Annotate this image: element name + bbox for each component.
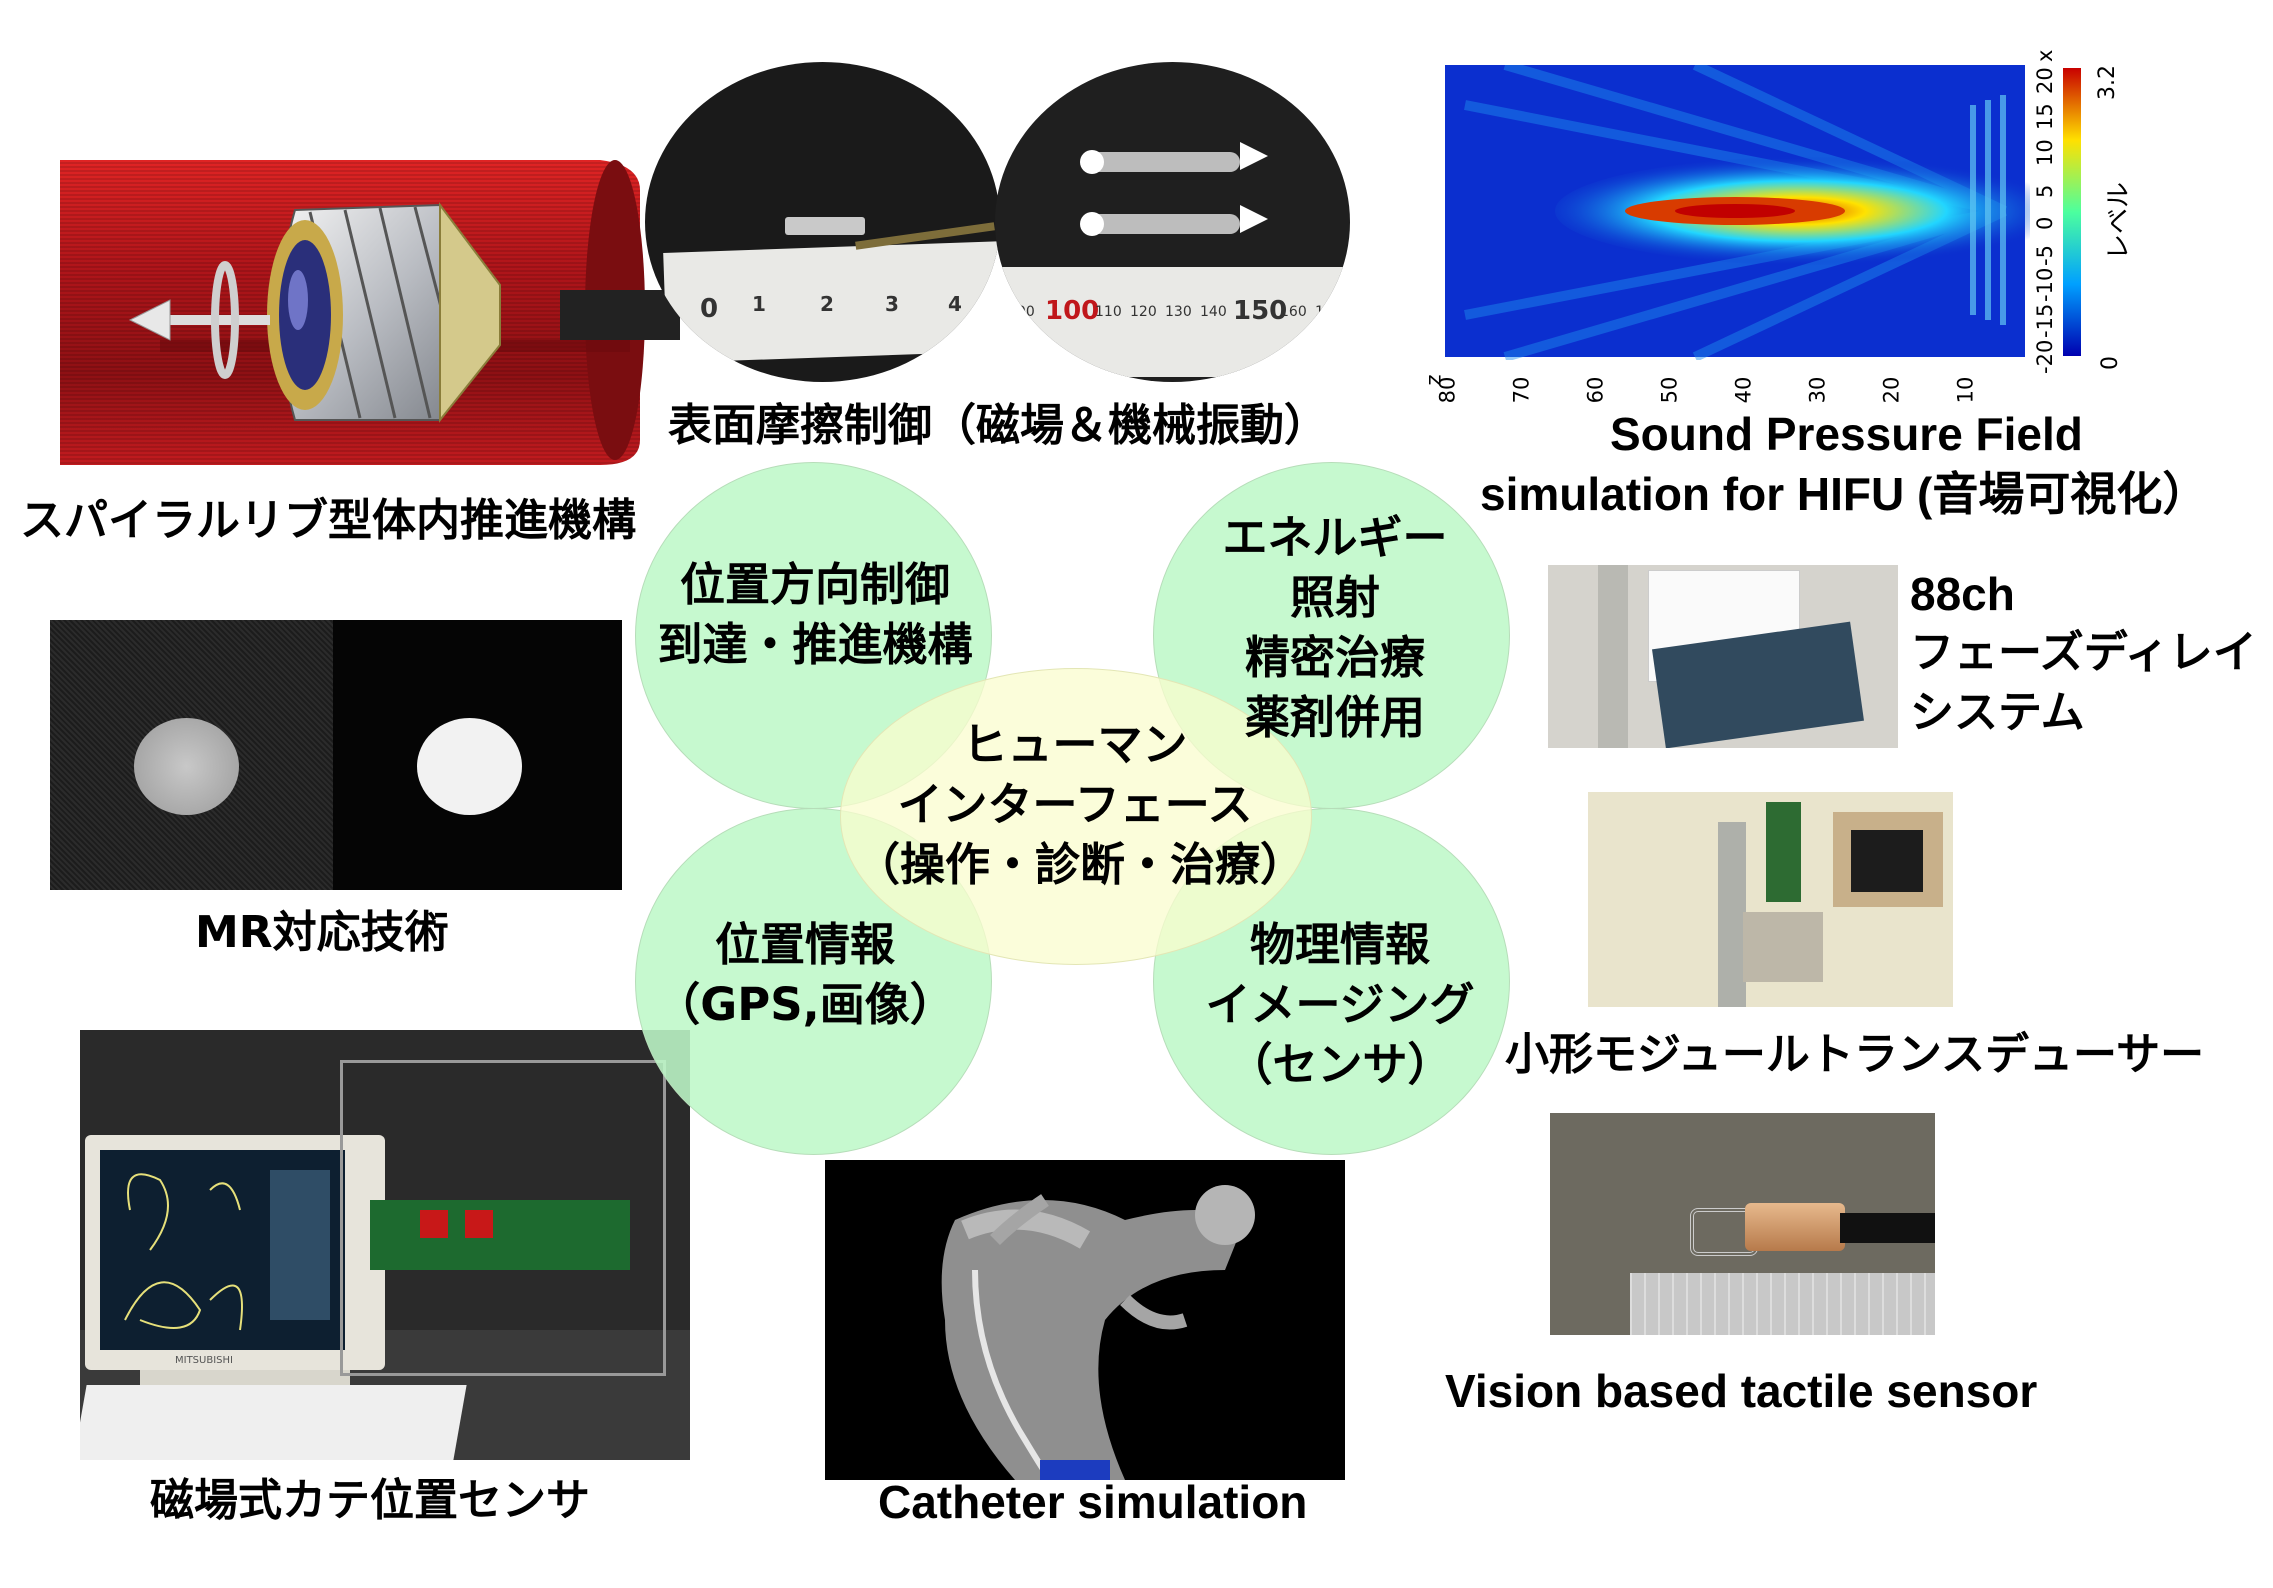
x-tick: 40 [1731,376,1756,404]
phase-delay-photo [1548,565,1898,748]
colorbar-label: レベル [2104,181,2134,260]
colorbar-max: 3.2 [2095,65,2120,100]
ruler-right-tick: 100 [1045,296,1100,326]
circle-physical-info [1153,808,1510,1155]
circle-text-line: イメージング [1205,978,1475,1031]
circle-human-interface [840,668,1312,965]
ruler-left-tick: 3 [885,292,899,316]
phase-delay-caption-1: 88ch [1910,568,2015,620]
circle-physical-info-text: 物理情報 イメージング （センサ） [1175,915,1505,1095]
circle-text-line: 薬剤併用 [1244,691,1425,744]
phase-delay-caption-3: システム [1910,687,2085,738]
catheter-caption: Catheter simulation [878,1476,1308,1528]
y-tick: 10 [2033,139,2057,166]
spiral-mechanism-caption: スパイラルリブ型体内推進機構 [20,495,636,546]
circle-text-line: 照射 [1289,571,1380,624]
ruler-left-tick: 4 [948,292,962,316]
sound-field-caption-1: Sound Pressure Field [1610,408,2083,460]
catheter-simulation-image [825,1160,1345,1480]
transducer-photo [1588,792,1953,1007]
friction-photo-left: 0 1 2 3 4 [645,62,1000,382]
x-tick: 20 [1879,376,1904,404]
ruler-right-tick: 170 [1315,304,1342,320]
circle-text-line: （センサ） [1227,1038,1453,1091]
circle-text-line: 精密治療 [1244,631,1425,684]
ruler-right-tick: 120 [1130,304,1157,320]
tactile-sensor-photo [1550,1113,1935,1335]
circle-text-line: ヒューマン [962,718,1188,771]
sound-field-y-ticks: -20 -15 -10 -5 0 5 10 15 20 x [2033,50,2059,374]
transducer-caption: 小形モジュールトランスデューサー [1505,1029,2205,1080]
circle-text-line: 位置情報 [714,918,895,971]
sound-field-colorbar [2063,68,2081,356]
friction-caption: 表面摩擦制御（磁場＆機械振動） [668,400,1328,451]
spiral-mechanism-image [40,150,680,480]
y-tick: -5 [2033,245,2057,266]
phase-delay-caption-2: フェーズディレイ [1910,627,2257,678]
x-tick: 80 [1435,376,1460,404]
y-tick: 5 [2033,184,2057,198]
magnetic-sensor-photo: MITSUBISHI [80,1030,690,1460]
x-tick: 70 [1509,376,1534,404]
ruler-right-tick: 90 [1017,304,1035,320]
magnetic-sensor-caption: 磁場式カテ位置センサ [150,1475,590,1526]
ruler-left-tick: 0 [700,294,719,324]
circle-position-control-text: 位置方向制御 到達・推進機構 [645,555,985,675]
monitor-brand-label: MITSUBISHI [175,1355,233,1366]
circle-human-interface-text: ヒューマン インターフェース （操作・診断・治療） [855,715,1306,895]
ruler-right-tick: 160 [1280,304,1307,320]
x-tick: 60 [1583,376,1608,404]
circle-energy-text: エネルギー 照射 精密治療 薬剤併用 [1170,508,1500,748]
circle-text-line: （操作・診断・治療） [855,838,1306,891]
x-tick: 50 [1657,376,1682,404]
mr-images [50,620,622,890]
y-tick: -15 [2033,303,2057,338]
ruler-left-tick: 1 [752,292,766,316]
ruler-right-tick: 130 [1165,304,1192,320]
ruler-right-tick: 110 [1095,304,1122,320]
circle-text-line: 物理情報 [1249,918,1430,971]
y-tick: -10 [2033,267,2057,302]
sound-field-caption-2: simulation for HIFU (音場可視化） [1480,468,2209,520]
mr-caption: MR対応技術 [195,907,449,958]
circle-position-info-text: 位置情報 （GPS,画像） [645,915,965,1035]
sound-field-x-ticks: z 80 70 60 50 40 30 20 10 [1420,368,2040,408]
ruler-right-tick: 140 [1200,304,1227,320]
y-tick: 0 [2033,216,2057,230]
colorbar-min: 0 [2098,356,2123,370]
ruler-right-tick: 150 [1233,296,1288,326]
sound-field-plot [1445,65,2030,360]
circle-text-line: （GPS,画像） [655,978,955,1031]
tactile-caption: Vision based tactile sensor [1445,1365,2038,1417]
circle-text-line: 位置方向制御 [679,558,950,611]
y-axis-label: x [2033,49,2057,62]
y-tick: 15 [2033,103,2057,130]
y-tick: 20 [2033,67,2057,94]
circle-text-line: 到達・推進機構 [657,618,973,671]
ruler-left-tick: 2 [820,292,834,316]
circle-text-line: インターフェース [897,778,1253,831]
circle-text-line: エネルギー [1222,511,1448,564]
x-tick: 10 [1953,376,1978,404]
x-tick: 30 [1805,376,1830,404]
friction-photo-right: 90 100 110 120 130 140 150 160 170 [995,62,1350,382]
